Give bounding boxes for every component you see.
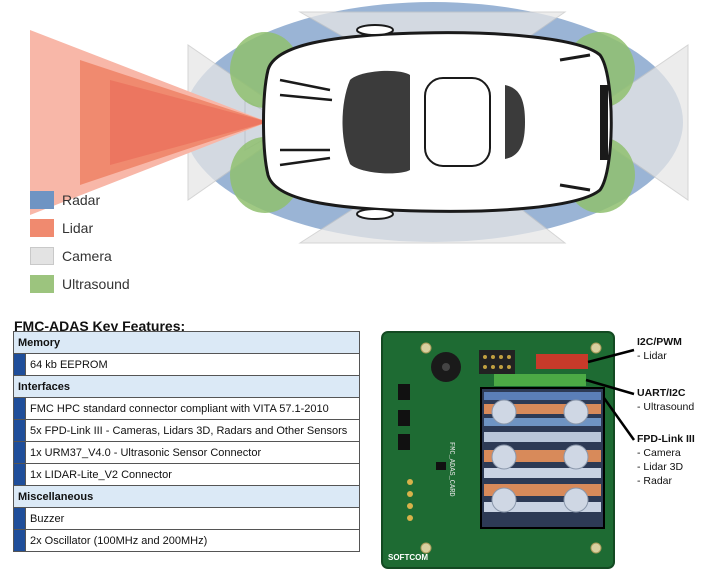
legend-item-ultrasound: Ultrasound [30, 270, 130, 298]
table-row: 5x FPD-Link III - Cameras, Lidars 3D, Ra… [13, 419, 360, 442]
board-brand: SOFTCOM [388, 553, 428, 562]
callout-fpd-link: FPD-Link III - Camera - Lidar 3D - Radar [637, 432, 695, 488]
feature-item: 64 kb EEPROM [25, 353, 360, 376]
legend-label: Radar [62, 192, 101, 208]
section-header-interfaces: Interfaces [13, 375, 360, 398]
legend-swatch-lidar [30, 219, 54, 237]
legend-swatch-radar [30, 191, 54, 209]
callout-title: UART/I2C [637, 387, 686, 399]
callout-uart-i2c: UART/I2C - Ultrasound [637, 386, 694, 414]
legend-item-camera: Camera [30, 242, 130, 270]
features-table: Memory 64 kb EEPROM Interfaces FMC HPC s… [13, 331, 360, 552]
table-section-row: Memory [13, 331, 360, 354]
feature-item: 1x LIDAR-Lite_V2 Connector [25, 463, 360, 486]
section-header-misc: Miscellaneous [13, 485, 360, 508]
legend-label: Ultrasound [62, 276, 130, 292]
table-row: 1x URM37_V4.0 - Ultrasonic Sensor Connec… [13, 441, 360, 464]
feature-item: Buzzer [25, 507, 360, 530]
callout-line: - Radar [637, 475, 673, 487]
callout-line: - Lidar [637, 350, 667, 362]
features-title: FMC-ADAS Key Features: [14, 318, 186, 334]
feature-item: FMC HPC standard connector compliant wit… [25, 397, 360, 420]
uart-i2c-connector [494, 374, 586, 386]
lidar-coverage [30, 30, 268, 215]
callout-lines [585, 348, 636, 441]
callout-i2c-pwm: I2C/PWM - Lidar [637, 335, 682, 363]
legend-label: Lidar [62, 220, 94, 236]
callout-title: I2C/PWM [637, 336, 682, 348]
section-header-memory: Memory [13, 331, 360, 354]
fpd-link-connectors [480, 387, 605, 529]
table-row: Buzzer [13, 507, 360, 530]
table-row: FMC HPC standard connector compliant wit… [13, 397, 360, 420]
table-section-row: Miscellaneous [13, 485, 360, 508]
feature-item: 5x FPD-Link III - Cameras, Lidars 3D, Ra… [25, 419, 360, 442]
callout-line: - Camera [637, 447, 681, 459]
coverage-legend: Radar Lidar Camera Ultrasound [30, 186, 130, 298]
table-row: 2x Oscillator (100MHz and 200MHz) [13, 529, 360, 552]
row-marker [13, 441, 26, 464]
callout-line: - Ultrasound [637, 401, 695, 413]
sensor-coverage-diagram [30, 2, 689, 244]
feature-item: 1x URM37_V4.0 - Ultrasonic Sensor Connec… [25, 441, 360, 464]
legend-swatch-ultrasound [30, 275, 54, 293]
car-top-view [262, 24, 613, 220]
row-marker [13, 397, 26, 420]
callout-line: - Lidar 3D [637, 461, 684, 473]
row-marker [13, 529, 26, 552]
legend-item-lidar: Lidar [30, 214, 130, 242]
table-row: 64 kb EEPROM [13, 353, 360, 376]
table-section-row: Interfaces [13, 375, 360, 398]
board-silk-name: FMC_ADAS_CARD [447, 442, 455, 497]
row-marker [13, 419, 26, 442]
i2c-pwm-connector [536, 354, 588, 369]
row-marker [13, 507, 26, 530]
legend-item-radar: Radar [30, 186, 130, 214]
table-row: 1x LIDAR-Lite_V2 Connector [13, 463, 360, 486]
feature-item: 2x Oscillator (100MHz and 200MHz) [25, 529, 360, 552]
pcb-board-photo: FMC_ADAS_CARD SOFTCOM [381, 331, 636, 569]
row-marker [13, 463, 26, 486]
callout-title: FPD-Link III [637, 433, 695, 445]
legend-swatch-camera [30, 247, 54, 265]
legend-label: Camera [62, 248, 112, 264]
row-marker [13, 353, 26, 376]
